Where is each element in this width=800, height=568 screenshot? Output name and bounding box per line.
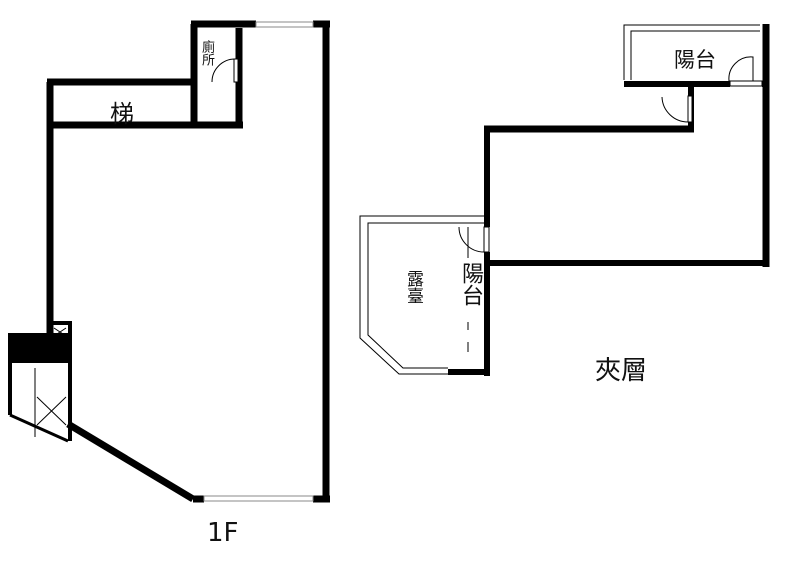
floor-1f-plan [8,20,330,503]
room-label-toilet: 廁所 [199,40,214,66]
wall [9,413,69,443]
wall [190,24,243,128]
shaft-x-icon [36,396,67,426]
wall [66,420,195,503]
wall [50,321,72,441]
door-swing [661,96,689,123]
door-sill [729,80,763,87]
floor-title-mezzanine: 夾層 [595,356,648,386]
terrace-railing [359,215,484,375]
column [8,333,70,363]
door-swing [728,56,754,82]
door-swing [458,226,485,253]
door [483,226,490,253]
window-bottom [203,495,314,502]
room-label-balcony-side: 陽台 [458,262,483,306]
room-label-balcony-top: 陽台 [674,48,716,72]
door-swing [211,58,236,83]
door [233,58,239,83]
room-label-terrace: 露臺 [403,270,423,304]
door [687,95,693,123]
terrace-railing [367,222,484,369]
window-top [255,21,314,28]
balcony-railing [623,24,760,80]
mezzanine-plan [359,24,770,376]
room-label-stairs: 梯 [110,100,134,128]
floor-title-1f: 1F [207,518,239,548]
